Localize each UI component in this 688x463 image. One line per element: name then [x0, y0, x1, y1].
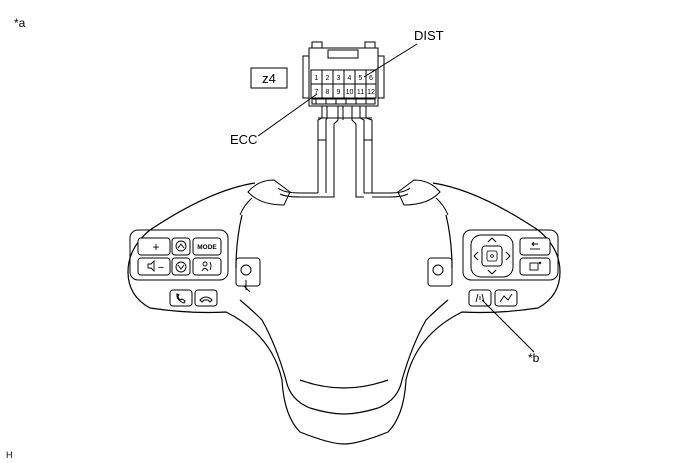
pin-9: 9 [337, 89, 341, 96]
dist-label: DIST [414, 28, 444, 43]
chevron-up-icon [175, 240, 187, 252]
display-icon [529, 261, 542, 271]
connector-id-box [250, 67, 288, 89]
pin-6: 6 [369, 75, 373, 82]
phone-on-hook-button[interactable] [194, 289, 218, 307]
pin-1: 1 [315, 75, 319, 82]
pin-11: 11 [357, 89, 364, 96]
volume-speaker-icon [147, 259, 155, 273]
mode-button[interactable] [192, 237, 222, 256]
left-switch-assembly [129, 179, 291, 293]
connector-z4 [302, 41, 385, 107]
pin-5: 5 [359, 75, 363, 82]
arrow-right-icon [505, 251, 511, 261]
figure-b-leader [481, 299, 535, 353]
enter-dot-icon [490, 254, 494, 258]
arrow-down-icon [487, 269, 497, 275]
arrow-left-icon [473, 251, 479, 261]
pin-3: 3 [337, 75, 341, 82]
connector-id: z4 [262, 71, 276, 86]
pin-2: 2 [326, 75, 330, 82]
pin-4: 4 [348, 75, 352, 82]
voice-button[interactable] [192, 257, 222, 276]
pin-12: 12 [367, 89, 375, 96]
back-icon [530, 241, 540, 250]
voice-icon [201, 261, 212, 272]
mode-label: MODE [197, 244, 217, 251]
phone-icon [176, 293, 186, 304]
plus-label: + [152, 240, 159, 254]
enter-center-icon [486, 250, 498, 262]
enter-button[interactable] [481, 245, 503, 267]
dist-leader [363, 43, 418, 78]
distance-icon [499, 293, 513, 303]
chevron-down-icon [175, 261, 187, 273]
seek-up-button[interactable] [171, 237, 191, 256]
display-switch-button[interactable] [519, 257, 551, 276]
pin-10: 10 [346, 89, 354, 96]
seek-down-button[interactable] [171, 257, 191, 276]
phone-off-hook-button[interactable] [169, 289, 193, 307]
back-button[interactable] [519, 237, 551, 256]
hang-up-icon [199, 296, 213, 303]
minus-label: − [158, 262, 164, 274]
ecc-label: ECC [230, 132, 257, 147]
figure-label-b: *b [528, 351, 540, 365]
right-switch-assembly [397, 179, 559, 287]
arrow-up-icon [487, 237, 497, 243]
pin-7: 7 [315, 89, 319, 96]
corner-label: H [6, 450, 13, 460]
lane-icon [475, 293, 485, 303]
volume-plus-button[interactable] [137, 237, 171, 256]
pin-8: 8 [326, 89, 330, 96]
figure-label-a: *a [14, 16, 26, 30]
wire-harness [277, 106, 411, 198]
ecc-leader [257, 93, 318, 137]
